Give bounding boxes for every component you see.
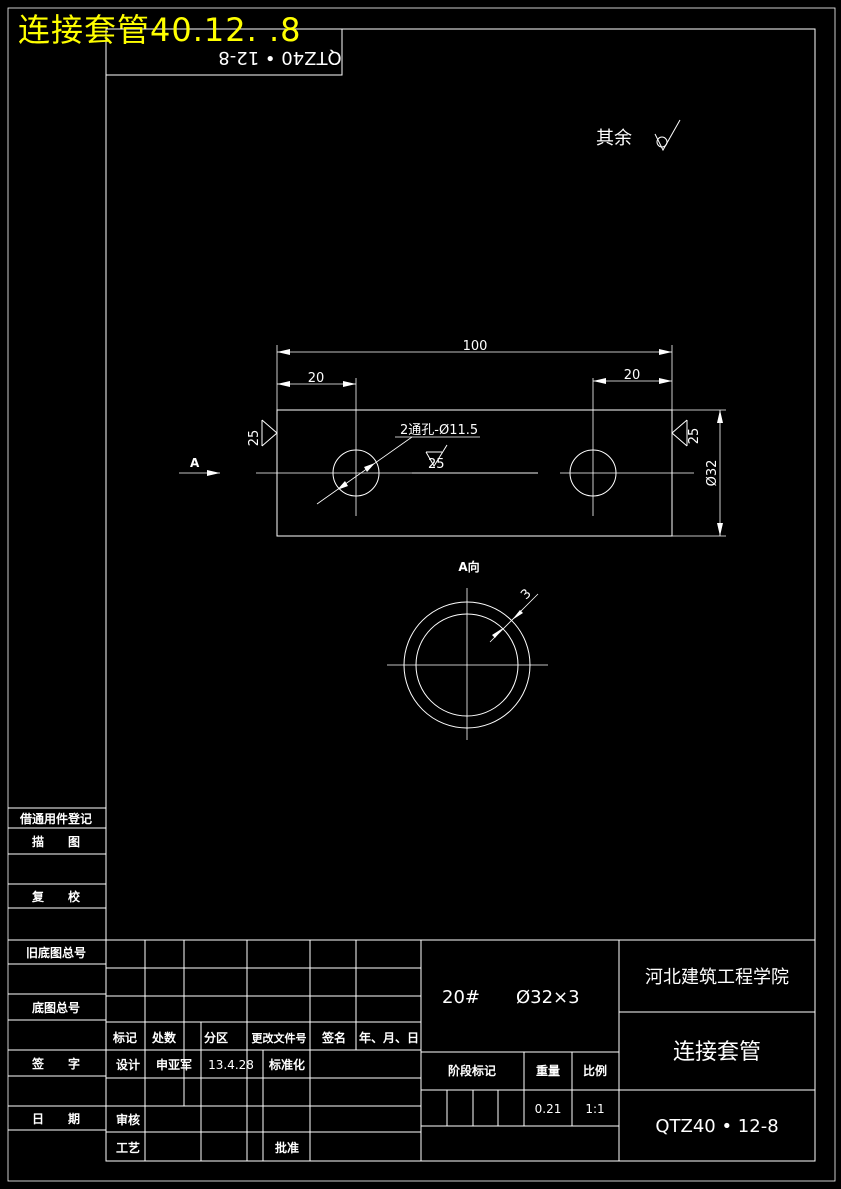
hdr-zone: 分区 bbox=[204, 1030, 228, 1045]
surface-note: 其余 bbox=[596, 128, 632, 149]
review-label: 审核 bbox=[116, 1112, 140, 1127]
design-label: 设计 bbox=[116, 1057, 140, 1072]
stage-label: 阶段标记 bbox=[448, 1063, 496, 1078]
hdr-change-doc: 更改文件号 bbox=[252, 1031, 307, 1045]
weight-value: 0.21 bbox=[535, 1102, 562, 1116]
approve-label: 批准 bbox=[275, 1140, 299, 1155]
strip-date: 日 期 bbox=[32, 1111, 80, 1126]
sheet-border-outer bbox=[7, 7, 836, 1182]
scale-value: 1:1 bbox=[585, 1102, 604, 1116]
dim-left-offset: 20 bbox=[308, 371, 325, 386]
dim-wall: 3 bbox=[518, 586, 534, 602]
drawing-number: QTZ40 • 12-8 bbox=[655, 1116, 778, 1137]
doc-code-rotated: QTZ40 • 12-8 bbox=[218, 47, 341, 68]
hdr-count: 处数 bbox=[151, 1030, 177, 1045]
design-date: 13.4.28 bbox=[208, 1058, 254, 1072]
left-roughness-icon bbox=[261, 419, 278, 447]
designer-name: 申亚军 bbox=[156, 1057, 192, 1072]
right-roughness-icon bbox=[671, 419, 688, 447]
strip-sign: 签 字 bbox=[31, 1056, 80, 1071]
hole-roughness: 25 bbox=[428, 457, 445, 472]
material-spec: 20# Ø32×3 bbox=[442, 987, 580, 1008]
dim-diameter: Ø32 bbox=[705, 460, 720, 487]
view-arrow-label: A bbox=[190, 456, 200, 470]
weight-label: 重量 bbox=[536, 1063, 560, 1078]
strip-old-base: 旧底图总号 bbox=[26, 945, 86, 960]
scale-label: 比例 bbox=[583, 1063, 607, 1078]
dim-overall-length: 100 bbox=[463, 339, 488, 354]
hdr-mark: 标记 bbox=[112, 1030, 137, 1045]
school-name: 河北建筑工程学院 bbox=[645, 967, 789, 988]
process-label: 工艺 bbox=[116, 1140, 140, 1155]
hdr-date: 年、月、日 bbox=[359, 1030, 419, 1045]
hole-note: 2通孔-Ø11.5 bbox=[400, 423, 478, 438]
dim-right-offset: 20 bbox=[624, 368, 641, 383]
left-roughness: 25 bbox=[247, 430, 262, 447]
roughness-symbol-icon bbox=[654, 119, 681, 152]
strip-borrow: 借通用件登记 bbox=[19, 811, 92, 826]
view-label: A向 bbox=[458, 559, 479, 574]
title-block bbox=[106, 939, 815, 1162]
hole-roughness-icon bbox=[425, 444, 448, 467]
strip-check: 复 校 bbox=[31, 889, 81, 904]
hdr-signature: 签名 bbox=[321, 1030, 346, 1045]
watermark-title: 连接套管40.12. .8 bbox=[18, 11, 302, 49]
strip-tracing: 描 图 bbox=[32, 834, 80, 849]
right-roughness: 25 bbox=[687, 428, 702, 445]
standardize-label: 标准化 bbox=[268, 1057, 305, 1072]
part-name: 连接套管 bbox=[673, 1040, 761, 1065]
strip-base-no: 底图总号 bbox=[32, 1000, 80, 1015]
